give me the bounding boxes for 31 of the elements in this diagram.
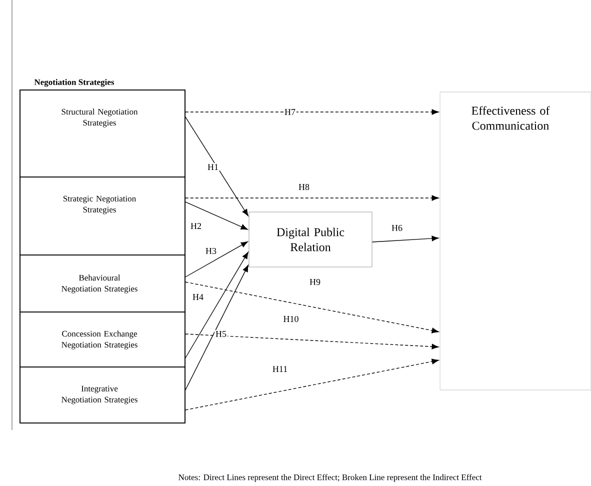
strategy-box: Behavioural Negotiation Strategies — [20, 254, 186, 312]
arrow — [185, 358, 439, 410]
node-label: Negotiation Strategies — [34, 79, 114, 87]
edge-label: H6 — [390, 224, 404, 232]
outcome-box: Effectiveness of Communication — [440, 92, 591, 390]
arrow — [185, 241, 248, 278]
caption: Notes: Direct Lines represent the Direct Effect; Broken Line represent the Indirect Effect — [178, 474, 482, 482]
edge-label: H4 — [192, 293, 204, 301]
arrow — [185, 116, 248, 216]
arrow — [185, 195, 439, 201]
arrow — [185, 334, 439, 350]
strategy-box: Concession Exchange Negotiation Strategies — [20, 312, 186, 368]
edge-label: H1 — [206, 163, 220, 171]
edge-label: H9 — [308, 278, 322, 286]
mediator-box: Digital Public Relation — [248, 212, 372, 268]
arrow — [185, 264, 248, 390]
arrow — [185, 282, 439, 334]
strategy-box: Integrative Negotiation Strategies — [20, 366, 186, 424]
edge-label: H3 — [204, 246, 218, 256]
edge-label: H8 — [298, 182, 310, 192]
edge-label: H5 — [214, 330, 228, 338]
strategy-box: Strategic Negotiation Strategies — [20, 176, 186, 256]
edge-label: H10 — [282, 314, 300, 324]
edge-label: H7 — [284, 108, 296, 116]
edge-label: H2 — [190, 222, 202, 230]
arrow — [372, 236, 439, 242]
edge-label: H11 — [271, 365, 289, 373]
strategy-box: Structural Negotiation Strategies — [20, 90, 186, 178]
arrow — [185, 109, 439, 115]
arrow — [185, 252, 248, 358]
arrow — [185, 202, 248, 230]
